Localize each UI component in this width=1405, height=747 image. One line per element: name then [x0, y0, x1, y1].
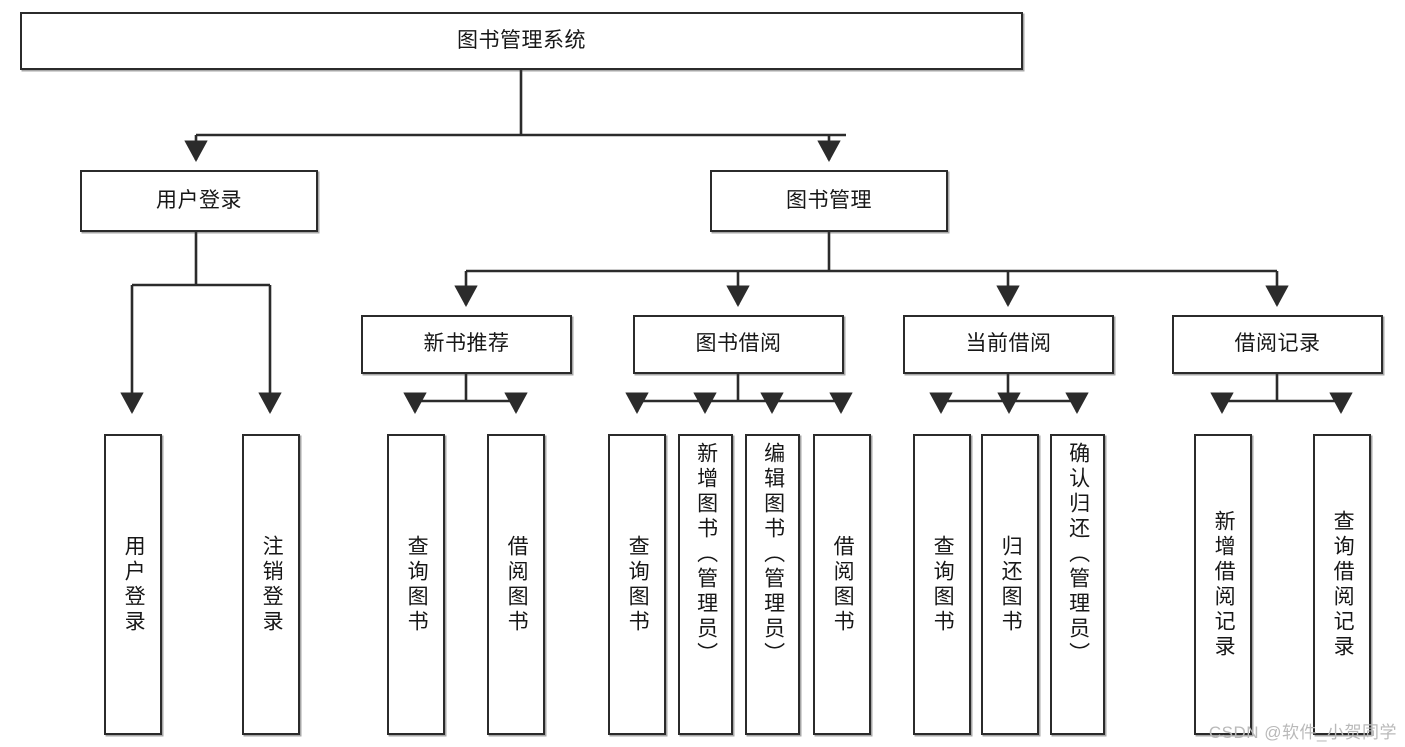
node-leaf-logout-label: 注销登录 — [260, 534, 284, 635]
node-leaf-query-book-rec-label: 查询图书 — [405, 534, 429, 635]
node-current-borrow-label: 当前借阅 — [965, 332, 1052, 356]
node-borrow-record[interactable]: 借阅记录 — [1172, 315, 1383, 374]
csdn-watermark: CSDN @软件_小贺同学 — [1208, 723, 1397, 742]
node-current-borrow[interactable]: 当前借阅 — [903, 315, 1114, 374]
node-book-borrow-label: 图书借阅 — [695, 332, 782, 356]
node-book-borrow[interactable]: 图书借阅 — [633, 315, 844, 374]
node-book-manage[interactable]: 图书管理 — [710, 170, 948, 232]
node-leaf-add-book-admin-label: 新增图书（管理员） — [694, 442, 718, 667]
node-leaf-add-borrow-record-label: 新增借阅记录 — [1212, 509, 1236, 660]
node-book-manage-label: 图书管理 — [786, 188, 872, 212]
node-root[interactable]: 图书管理系统 — [20, 12, 1023, 70]
node-new-book-rec-label: 新书推荐 — [423, 332, 510, 356]
node-leaf-return-book[interactable]: 归还图书 — [981, 434, 1039, 735]
node-leaf-confirm-return-admin-label: 确认归还（管理员） — [1066, 442, 1090, 667]
node-leaf-borrow-book-rec[interactable]: 借阅图书 — [487, 434, 545, 735]
node-borrow-record-label: 借阅记录 — [1234, 332, 1321, 356]
node-leaf-query-borrow-record-label: 查询借阅记录 — [1331, 509, 1355, 660]
node-leaf-query-book-current[interactable]: 查询图书 — [913, 434, 971, 735]
node-leaf-add-book-admin[interactable]: 新增图书（管理员） — [678, 434, 733, 735]
node-leaf-edit-book-admin[interactable]: 编辑图书（管理员） — [745, 434, 800, 735]
node-leaf-borrow-book[interactable]: 借阅图书 — [813, 434, 871, 735]
node-leaf-return-book-label: 归还图书 — [999, 534, 1023, 635]
node-leaf-add-borrow-record[interactable]: 新增借阅记录 — [1194, 434, 1252, 735]
node-leaf-edit-book-admin-label: 编辑图书（管理员） — [761, 442, 785, 667]
node-user-login-label: 用户登录 — [156, 188, 242, 212]
node-user-login[interactable]: 用户登录 — [80, 170, 318, 232]
node-leaf-query-book-borrow[interactable]: 查询图书 — [608, 434, 666, 735]
node-leaf-borrow-book-rec-label: 借阅图书 — [505, 534, 529, 635]
node-leaf-user-login[interactable]: 用户登录 — [104, 434, 162, 735]
node-new-book-rec[interactable]: 新书推荐 — [361, 315, 572, 374]
node-leaf-query-book-current-label: 查询图书 — [931, 534, 955, 635]
node-leaf-query-book-rec[interactable]: 查询图书 — [387, 434, 445, 735]
node-leaf-query-book-borrow-label: 查询图书 — [626, 534, 650, 635]
node-leaf-user-login-label: 用户登录 — [122, 534, 146, 635]
node-leaf-borrow-book-label: 借阅图书 — [831, 534, 855, 635]
node-root-label: 图书管理系统 — [457, 28, 586, 52]
node-leaf-query-borrow-record[interactable]: 查询借阅记录 — [1313, 434, 1371, 735]
node-leaf-logout[interactable]: 注销登录 — [242, 434, 300, 735]
node-leaf-confirm-return-admin[interactable]: 确认归还（管理员） — [1050, 434, 1105, 735]
